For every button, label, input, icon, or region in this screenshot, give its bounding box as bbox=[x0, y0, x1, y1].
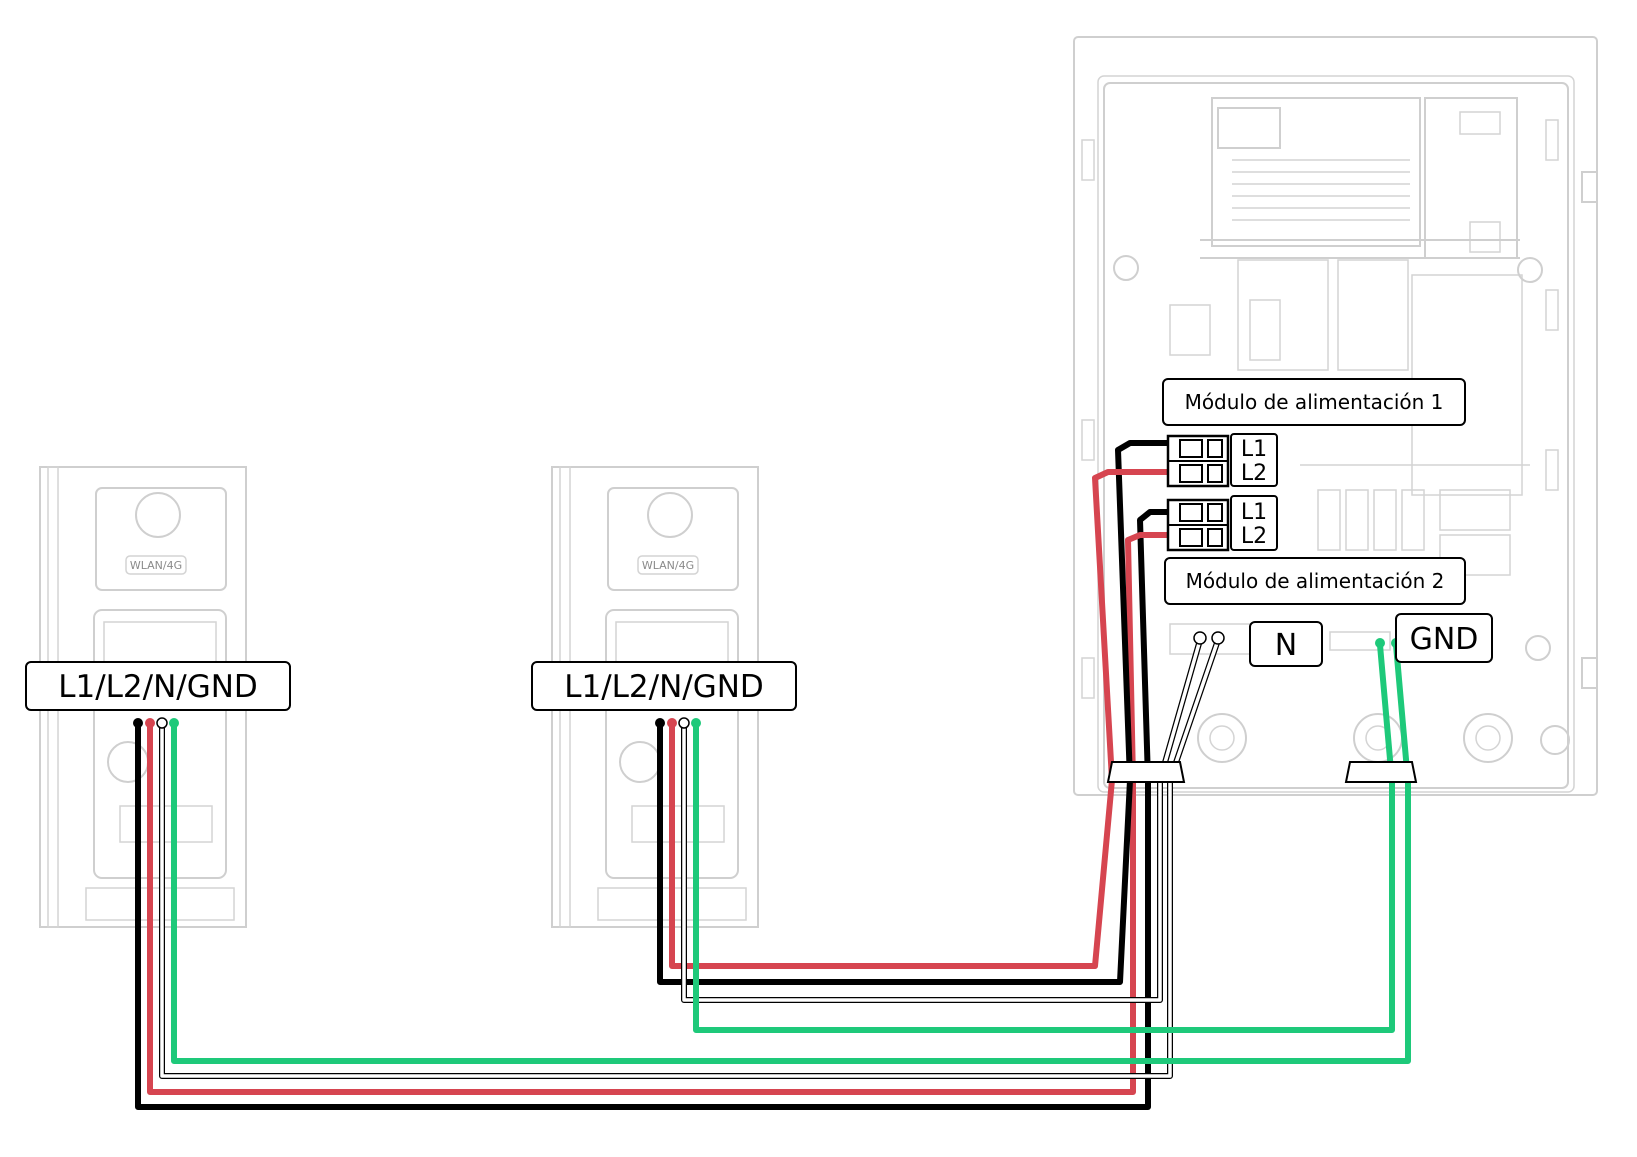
charger-2-terminal-label: L1/L2/N/GND bbox=[564, 669, 764, 705]
neutral-label: N bbox=[1275, 628, 1297, 663]
charger-1-terminal-label: L1/L2/N/GND bbox=[58, 669, 258, 705]
charger-1-neutral-wire bbox=[160, 638, 1220, 1078]
charger-1-ground-wire bbox=[171, 642, 1411, 1064]
charger-2-terminal-callout: L1/L2/N/GND bbox=[531, 661, 797, 711]
charger-1-l1-wire bbox=[135, 509, 1173, 1110]
wiring bbox=[135, 440, 1411, 1110]
charger-2-ground-wire bbox=[693, 642, 1395, 1033]
cable-gland-right bbox=[1344, 761, 1418, 783]
module-1-callout: Módulo de alimentación 1 bbox=[1162, 378, 1466, 426]
ground-label: GND bbox=[1410, 622, 1479, 657]
module-1-label: Módulo de alimentación 1 bbox=[1185, 390, 1444, 414]
breaker-1-l1-label: L1 bbox=[1241, 437, 1267, 462]
charger-1-badge: WLAN/4G bbox=[130, 559, 182, 572]
breaker-2-l1-label: L1 bbox=[1241, 500, 1267, 525]
cable-gland-left bbox=[1106, 761, 1186, 783]
neutral-callout: N bbox=[1249, 621, 1323, 667]
charger-2-terminal-dots bbox=[655, 717, 701, 729]
charger-2-neutral-wire bbox=[682, 638, 1202, 1002]
module-2-callout: Módulo de alimentación 2 bbox=[1164, 557, 1466, 605]
breaker-2: L1 L2 bbox=[1166, 495, 1278, 552]
charger-2-l1-wire bbox=[657, 440, 1173, 985]
breaker-1: L1 L2 bbox=[1166, 433, 1278, 488]
ground-callout: GND bbox=[1395, 613, 1493, 663]
charger-1-terminal-dots bbox=[133, 717, 179, 729]
electrical-panel bbox=[1073, 36, 1598, 796]
charger-2-badge: WLAN/4G bbox=[642, 559, 694, 572]
module-2-label: Módulo de alimentación 2 bbox=[1186, 569, 1445, 593]
breaker-1-l2-label: L2 bbox=[1241, 461, 1267, 486]
charger-1-terminal-callout: L1/L2/N/GND bbox=[25, 661, 291, 711]
breaker-2-l2-label: L2 bbox=[1241, 524, 1267, 549]
